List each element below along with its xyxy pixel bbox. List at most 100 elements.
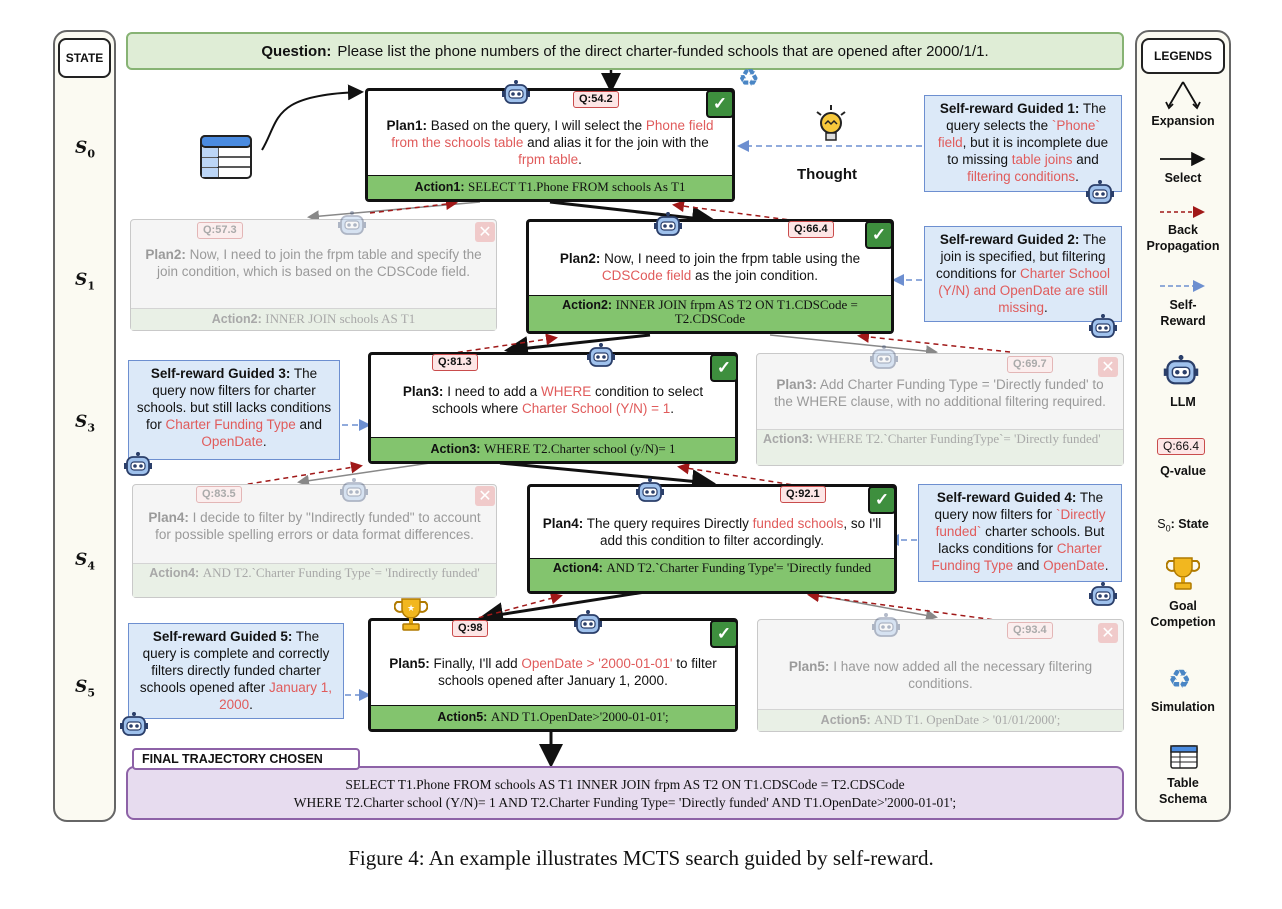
x-icon: ✕ — [475, 222, 495, 242]
robot-icon — [1163, 355, 1199, 385]
plan5-rejected-text: Plan5: I have now added all the necessar… — [788, 659, 1093, 691]
legend-title: LEGENDS — [1141, 38, 1225, 74]
check-icon: ✓ — [868, 486, 896, 514]
self-reward-box-1: Self-reward Guided 1: The query selects … — [924, 95, 1122, 192]
simulation-icon: ♻ — [738, 65, 760, 92]
robot-icon — [124, 452, 152, 476]
legend-q-value-badge: Q:66.4 — [1157, 438, 1206, 455]
q-value-badge: Q:66.4 — [788, 221, 834, 238]
state-panel-title: STATE — [58, 38, 111, 78]
x-icon: ✕ — [475, 486, 495, 506]
check-icon: ✓ — [710, 354, 738, 382]
plan2-rejected-node: Plan2: Now, I need to join the frpm tabl… — [130, 219, 497, 331]
state-panel — [53, 30, 116, 822]
q-value-badge: Q:69.7 — [1007, 356, 1053, 373]
robot-icon — [872, 613, 900, 637]
thought-label: Thought — [797, 166, 857, 183]
robot-icon — [574, 610, 602, 634]
state-label-s0: S0 — [75, 138, 95, 161]
robot-icon — [870, 345, 898, 369]
x-icon: ✕ — [1098, 357, 1118, 377]
legend-q-value: Q-value — [1160, 464, 1206, 478]
q-value-badge: Q:57.3 — [197, 222, 243, 239]
table-schema-legend-icon — [1170, 745, 1198, 769]
plan3-node: Plan3: I need to add a WHERE condition t… — [368, 352, 738, 464]
legend-panel — [1135, 30, 1231, 822]
plan5-text: Plan5: Finally, I'll add OpenDate > '200… — [389, 656, 717, 688]
q-value-badge: Q:83.5 — [196, 486, 242, 503]
final-sql-line1: SELECT T1.Phone FROM schools AS T1 INNER… — [345, 777, 905, 792]
final-sql-line2: WHERE T2.Charter school (Y/N)= 1 AND T2.… — [293, 795, 957, 810]
select-legend-icon — [1160, 152, 1206, 166]
state-label-s4: S4 — [75, 550, 95, 573]
plan3-rejected-text: Plan3: Add Charter Funding Type = 'Direc… — [774, 377, 1106, 409]
robot-icon — [587, 343, 615, 367]
robot-icon — [654, 212, 682, 236]
plan4-node: Plan4: The query requires Directly funde… — [527, 484, 897, 594]
self-reward-legend-icon — [1160, 280, 1205, 292]
robot-icon — [338, 211, 366, 235]
q-value-badge: Q:54.2 — [573, 91, 619, 108]
q-value-badge: Q:92.1 — [780, 486, 826, 503]
plan2-node: Plan2: Now, I need to join the frpm tabl… — [526, 219, 894, 334]
legend-back-propagation: Back Propagation — [1146, 223, 1220, 253]
table-schema-icon — [200, 135, 252, 179]
action5-rejected: Action5: AND T1. OpenDate > '01/01/2000'… — [758, 709, 1123, 731]
question-text: Please list the phone numbers of the dir… — [337, 42, 989, 60]
action2: Action2: INNER JOIN frpm AS T2 ON T1.CDS… — [529, 295, 891, 331]
action4: Action4: AND T2.`Charter Funding Type'= … — [530, 558, 894, 591]
question-label: Question: — [261, 42, 332, 60]
plan3-rejected-node: Plan3: Add Charter Funding Type = 'Direc… — [756, 353, 1124, 466]
legend-llm: LLM — [1170, 395, 1196, 409]
robot-icon — [340, 478, 368, 502]
robot-icon — [636, 478, 664, 502]
robot-icon — [1086, 180, 1114, 204]
robot-icon — [1089, 582, 1117, 606]
figure-caption: Figure 4: An example illustrates MCTS se… — [348, 846, 934, 870]
check-icon: ✓ — [706, 90, 734, 118]
action2-rejected: Action2: INNER JOIN schools AS T1 — [131, 308, 496, 330]
action1: Action1: SELECT T1.Phone FROM schools As… — [368, 175, 732, 199]
self-reward-box-3: Self-reward Guided 3: The query now filt… — [128, 360, 340, 460]
q-value-badge: Q:81.3 — [432, 354, 478, 371]
trophy-icon — [1166, 557, 1200, 590]
action3: Action3: WHERE T2.Charter school (y/N)= … — [371, 437, 735, 461]
check-icon: ✓ — [865, 221, 893, 249]
plan1-text: Plan1: Based on the query, I will select… — [386, 118, 714, 167]
robot-icon — [502, 80, 530, 104]
svg-text:★: ★ — [407, 604, 415, 614]
plan5-rejected-node: Plan5: I have now added all the necessar… — [757, 619, 1124, 732]
self-reward-box-2: Self-reward Guided 2: The join is specif… — [924, 226, 1122, 322]
lightbulb-icon — [816, 105, 846, 141]
plan4-text: Plan4: The query requires Directly funde… — [542, 516, 882, 548]
action4-rejected: Action4: AND T2.`Charter Funding Type`= … — [133, 563, 496, 597]
q-value-badge: Q:98 — [452, 620, 489, 637]
legend-expansion: Expansion — [1151, 114, 1215, 128]
plan2-rejected-text: Plan2: Now, I need to join the frpm tabl… — [145, 247, 482, 279]
self-reward-box-4: Self-reward Guided 4: The query now filt… — [918, 484, 1122, 582]
check-icon: ✓ — [710, 620, 738, 648]
x-icon: ✕ — [1098, 623, 1118, 643]
legend-goal: Goal Competion — [1150, 599, 1216, 629]
question-box: Question: Please list the phone numbers … — [126, 32, 1124, 70]
final-trajectory-box: SELECT T1.Phone FROM schools AS T1 INNER… — [126, 766, 1124, 820]
plan2-text: Plan2: Now, I need to join the frpm tabl… — [559, 251, 861, 283]
legend-select: Select — [1164, 171, 1202, 185]
legend-simulation: Simulation — [1151, 700, 1215, 714]
back-propagation-legend-icon — [1160, 206, 1205, 218]
legend-self-reward: Self-Reward — [1160, 298, 1206, 328]
robot-icon — [1089, 314, 1117, 338]
legend-table-schema: Table Schema — [1159, 776, 1207, 806]
trophy-icon: ★ — [394, 598, 428, 631]
action5: Action5: AND T1.OpenDate>'2000-01-01'; — [371, 705, 735, 729]
plan1-node: Plan1: Based on the query, I will select… — [365, 88, 735, 202]
expansion-legend-icon — [1165, 81, 1201, 110]
plan4-rejected-text: Plan4: I decide to filter by "Indirectly… — [148, 510, 481, 542]
state-label-s3: S3 — [75, 412, 95, 435]
simulation-legend-icon: ♻ — [1168, 664, 1192, 694]
plan5-node: Plan5: Finally, I'll add OpenDate > '200… — [368, 618, 738, 732]
action3-rejected: Action3: WHERE T2.`Charter FundingType`=… — [757, 429, 1123, 465]
final-trajectory-label: FINAL TRAJECTORY CHOSEN — [132, 748, 360, 770]
legend-state: S0: State — [1157, 517, 1209, 534]
q-value-badge: Q:93.4 — [1007, 622, 1053, 639]
